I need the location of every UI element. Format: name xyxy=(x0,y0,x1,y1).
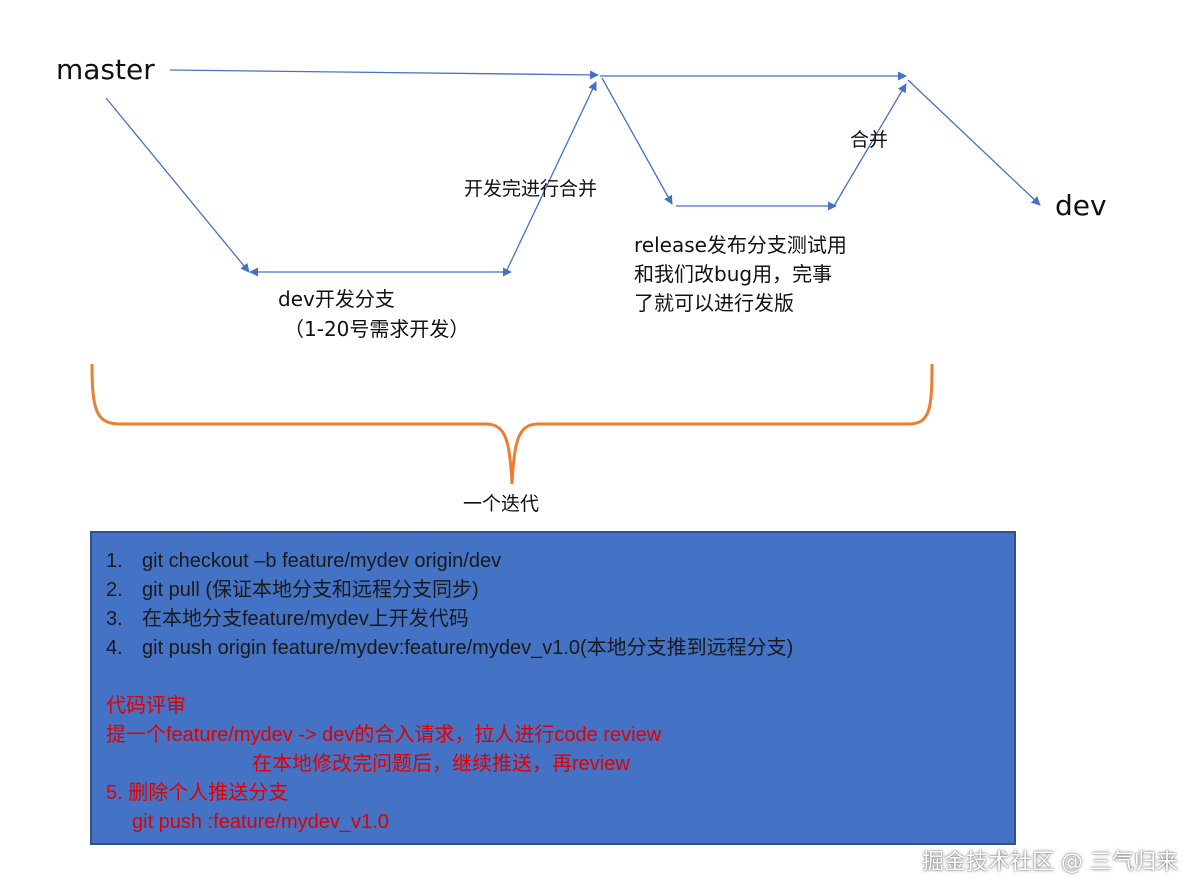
master-arrow-1 xyxy=(169,69,599,80)
master-to-release-arrow xyxy=(601,77,673,205)
release-note-line1: release发布分支测试用 xyxy=(634,233,847,257)
master-to-dev-branch-arrow xyxy=(105,97,250,273)
step-4: 4. git push origin feature/mydev:feature/… xyxy=(106,634,1014,663)
dev-branch-note-line2: （1-20号需求开发） xyxy=(284,317,470,341)
step-number: 3. xyxy=(106,608,123,630)
release-merge-arrow xyxy=(833,83,907,207)
code-review-line2: 在本地修改完问题后，继续推送，再review xyxy=(252,753,630,775)
step-text: 在本地分支feature/mydev上开发代码 xyxy=(142,608,469,630)
step-text: git pull (保证本地分支和远程分支同步) xyxy=(142,579,479,601)
code-review-title: 代码评审 xyxy=(106,695,186,717)
iteration-brace xyxy=(90,363,934,485)
code-review-line1: 提一个feature/mydev -> dev的合入请求，拉人进行code re… xyxy=(106,724,662,746)
step-1: 1. git checkout –b feature/mydev origin/d… xyxy=(106,547,1014,576)
master-to-dev-arrow xyxy=(907,79,1041,206)
step-number: 1. xyxy=(106,550,123,572)
workflow-steps-box: 1. git checkout –b feature/mydev origin/d… xyxy=(90,531,1016,845)
dev-branch-label: dev xyxy=(1055,189,1107,222)
step-number: 2. xyxy=(106,579,123,601)
release-note-line3: 了就可以进行发版 xyxy=(634,291,794,315)
step-5-title: 5. 删除个人推送分支 xyxy=(106,782,289,804)
merge-after-dev-note: 开发完进行合并 xyxy=(464,178,598,200)
step-text: git push origin feature/mydev:feature/my… xyxy=(142,637,794,659)
merge-note: 合并 xyxy=(850,129,889,151)
step-5-command: git push :feature/mydev_v1.0 xyxy=(132,811,389,833)
step-number: 4. xyxy=(106,637,123,659)
watermark: 掘金技术社区 @ 三气归来 xyxy=(922,850,1178,875)
master-branch-label: master xyxy=(56,53,155,86)
step-3: 3. 在本地分支feature/mydev上开发代码 xyxy=(106,605,1014,634)
dev-branch-note-line1: dev开发分支 xyxy=(278,287,395,311)
dev-merge-arrow xyxy=(505,81,597,273)
step-text: git checkout –b feature/mydev origin/dev xyxy=(142,550,502,572)
step-2: 2. git pull (保证本地分支和远程分支同步) xyxy=(106,576,1014,605)
release-note-line2: 和我们改bug用，完事 xyxy=(634,262,833,286)
iteration-label: 一个迭代 xyxy=(463,493,540,515)
